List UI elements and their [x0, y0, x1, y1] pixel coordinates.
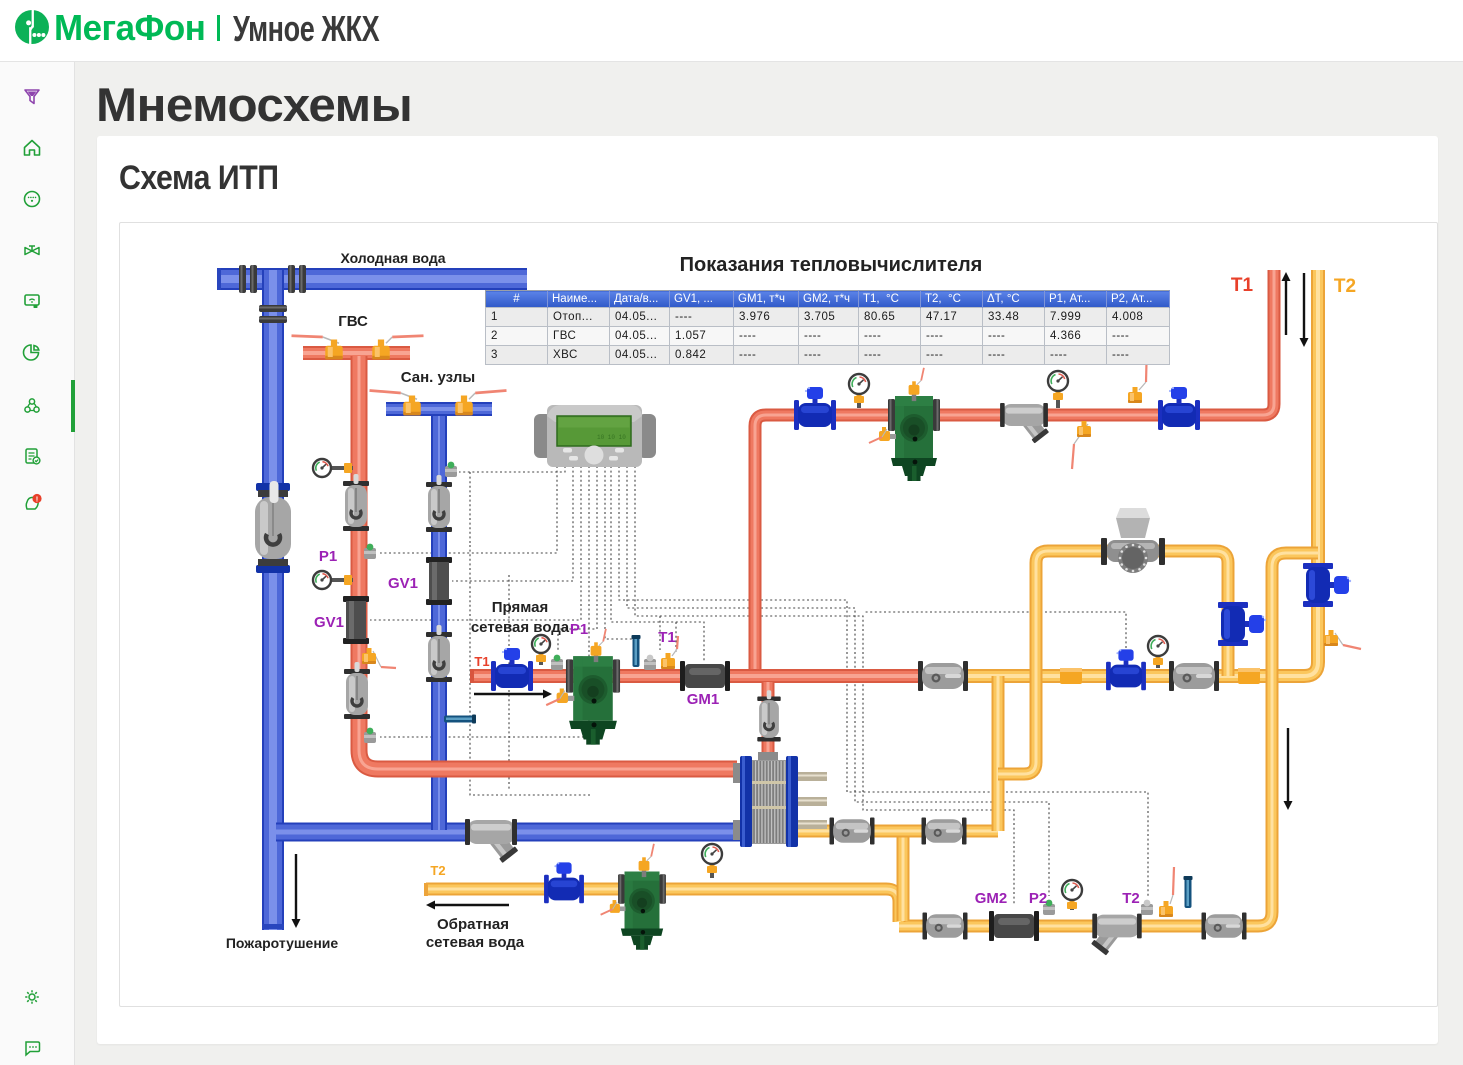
- svg-text:T2: T2: [1122, 890, 1140, 907]
- svg-text:P2: P2: [1029, 890, 1047, 907]
- svg-text:Показания тепловычислителя: Показания тепловычислителя: [680, 254, 983, 276]
- svg-text:сетевая вода: сетевая вода: [471, 619, 570, 636]
- svg-text:Прямая: Прямая: [492, 599, 549, 616]
- svg-text:Холодная вода: Холодная вода: [340, 250, 445, 266]
- svg-text:!: !: [36, 494, 39, 503]
- svg-text:ГВС: ГВС: [338, 313, 368, 330]
- svg-text:сетевая вода: сетевая вода: [426, 934, 525, 951]
- svg-text:GV1: GV1: [388, 575, 418, 592]
- svg-text:P1: P1: [319, 548, 337, 565]
- svg-text:GM1: GM1: [687, 691, 720, 708]
- svg-text:T2: T2: [1334, 276, 1356, 297]
- svg-text:T2: T2: [430, 863, 445, 878]
- svg-text:T1: T1: [474, 654, 489, 669]
- svg-text:Сан. узлы: Сан. узлы: [401, 369, 476, 386]
- svg-text:Обратная: Обратная: [437, 916, 509, 933]
- svg-text:Пожаротушение: Пожаротушение: [226, 935, 339, 951]
- svg-text:P1: P1: [570, 621, 588, 638]
- svg-text:T1: T1: [1231, 275, 1254, 296]
- svg-text:T1: T1: [658, 629, 676, 646]
- svg-text:10 10 10: 10 10 10: [597, 434, 626, 441]
- svg-text:GM2: GM2: [975, 890, 1008, 907]
- svg-text:GV1: GV1: [314, 614, 344, 631]
